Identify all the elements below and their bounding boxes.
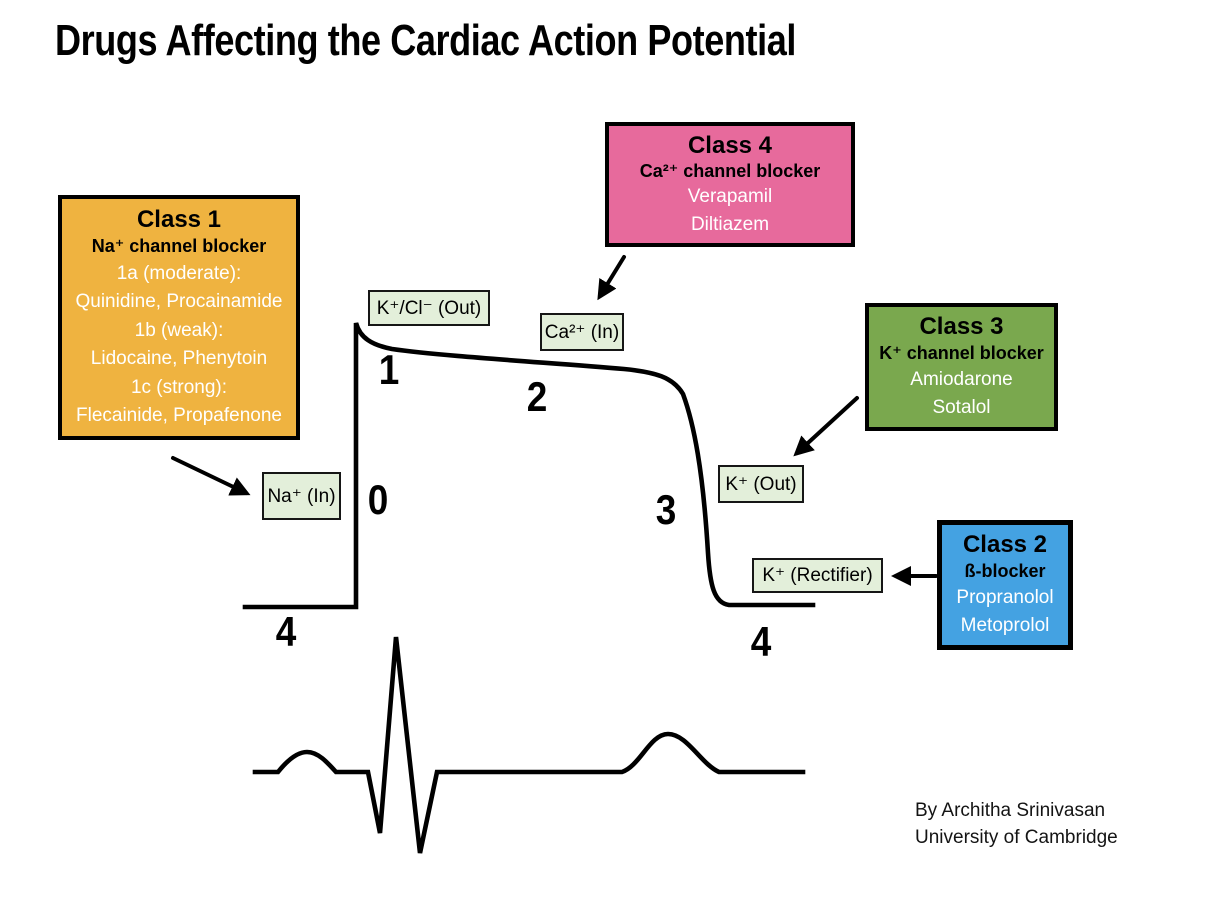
- class1-subtitle: Na⁺ channel blocker: [91, 236, 267, 257]
- ion-label-na-in: Na⁺ (In): [262, 472, 341, 520]
- class3-subtitle: K⁺ channel blocker: [879, 343, 1044, 364]
- phase-3-label: 3: [655, 486, 677, 533]
- class1-arrow: [171, 456, 251, 496]
- attribution-org: University of Cambridge: [915, 826, 1118, 848]
- class1-line: 1b (weak):: [134, 319, 224, 341]
- class2-line: Metoprolol: [960, 615, 1050, 637]
- class4-arrow: [597, 255, 626, 301]
- class2-line: Propranolol: [956, 587, 1054, 609]
- class1-line: Quinidine, Procainamide: [75, 291, 283, 313]
- class4-subtitle: Ca²⁺ channel blocker: [639, 161, 821, 181]
- phase-4-right-label: 4: [750, 618, 772, 665]
- class2-box: Class 2 ß-blocker Propranolol Metoprolol: [937, 520, 1073, 650]
- ion-label-ca-in: Ca²⁺ (In): [540, 313, 624, 351]
- class1-line: Lidocaine, Phenytoin: [90, 348, 268, 370]
- action-potential-curve: [242, 322, 816, 610]
- class2-title: Class 2: [962, 531, 1048, 559]
- class4-title: Class 4: [687, 131, 773, 159]
- page-title: Drugs Affecting the Cardiac Action Poten…: [55, 16, 797, 65]
- ecg-trace: [252, 636, 806, 854]
- class1-line: Flecainide, Propafenone: [76, 405, 282, 427]
- class1-box: Class 1 Na⁺ channel blocker 1a (moderate…: [58, 195, 300, 440]
- class1-line: 1c (strong):: [130, 376, 228, 398]
- attribution-author: By Architha Srinivasan: [915, 800, 1106, 821]
- ion-label-k-cl-out: K⁺/Cl⁻ (Out): [368, 290, 490, 326]
- class4-line: Verapamil: [687, 186, 773, 208]
- class4-line: Diltiazem: [690, 213, 770, 235]
- class3-line: Amiodarone: [910, 369, 1013, 391]
- class3-arrow: [793, 396, 859, 457]
- class1-title: Class 1: [136, 205, 222, 233]
- ion-label-k-rectifier: K⁺ (Rectifier): [752, 558, 883, 593]
- phase-1-label: 1: [378, 346, 400, 393]
- class2-subtitle: ß-blocker: [964, 561, 1046, 582]
- phase-4-left-label: 4: [275, 608, 297, 655]
- class4-box: Class 4 Ca²⁺ channel blocker Verapamil D…: [605, 122, 855, 247]
- attribution: By Architha Srinivasan University of Cam…: [915, 798, 1118, 852]
- class3-line: Sotalol: [932, 397, 991, 419]
- class3-box: Class 3 K⁺ channel blocker Amiodarone So…: [865, 303, 1058, 431]
- class1-line: 1a (moderate):: [116, 262, 242, 284]
- ion-label-k-out: K⁺ (Out): [718, 465, 804, 503]
- class3-title: Class 3: [919, 313, 1004, 341]
- phase-0-label: 0: [367, 476, 389, 523]
- phase-2-label: 2: [526, 373, 548, 420]
